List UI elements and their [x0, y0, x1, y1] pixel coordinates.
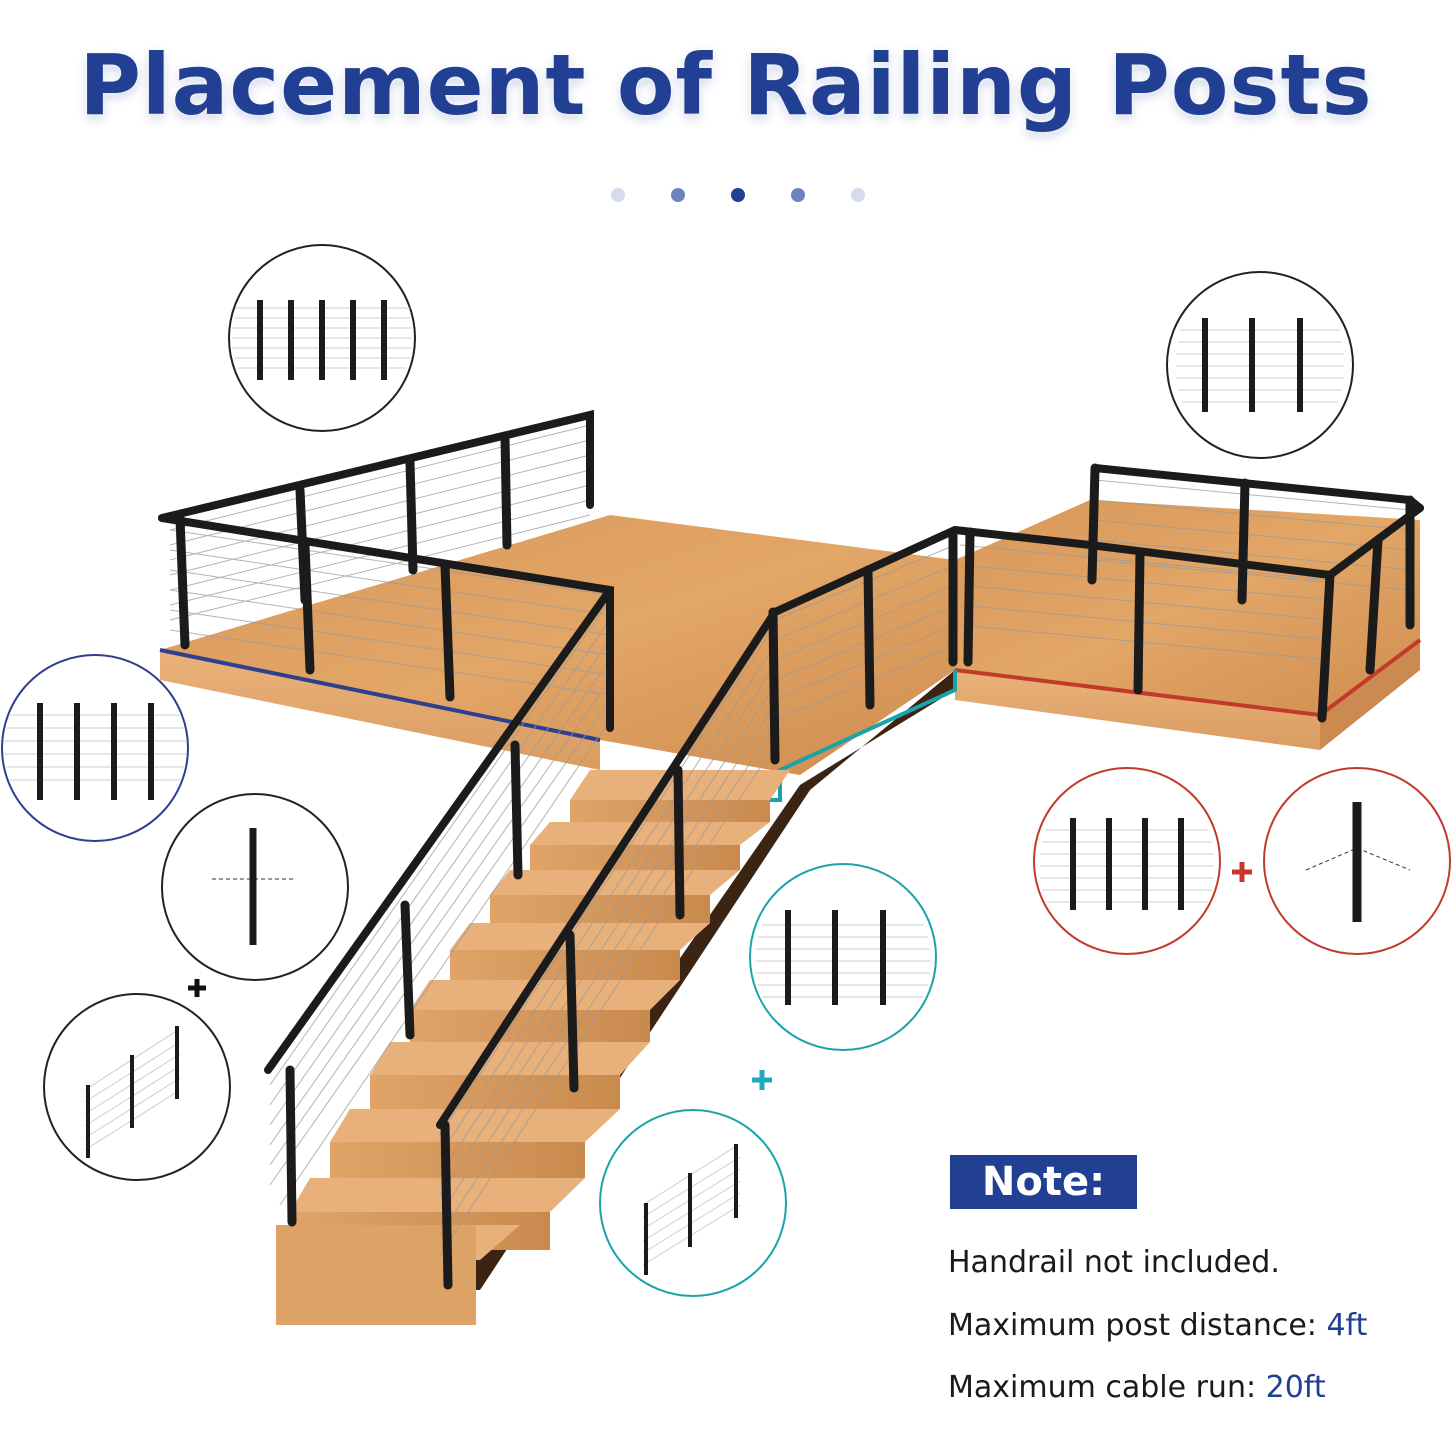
main-deck-top — [160, 515, 955, 775]
deck-scene — [158, 409, 1424, 1325]
right-deck-side — [1320, 640, 1420, 750]
right-deck-edge — [955, 670, 1320, 750]
plus-icon — [752, 1070, 772, 1090]
callout-teal-stair-posts — [599, 1109, 787, 1297]
note-post-distance-label: Maximum post distance: — [948, 1308, 1327, 1343]
callout-end-posts-top-left — [228, 244, 416, 432]
note-label: Note: — [950, 1155, 1137, 1209]
staircase — [276, 770, 790, 1325]
callout-corner-post-left — [161, 793, 349, 981]
note-cable-run: Maximum cable run: 20ft — [948, 1370, 1326, 1405]
callout-red-line-posts — [1033, 767, 1221, 955]
handrail-stair-left — [264, 586, 614, 1074]
plus-icon — [188, 979, 206, 997]
pager-dot-1[interactable] — [611, 188, 625, 202]
pager-dot-2[interactable] — [671, 188, 685, 202]
callout-stair-posts-left — [43, 993, 231, 1181]
callout-teal-line-posts — [749, 863, 937, 1051]
note-handrail: Handrail not included. — [948, 1245, 1280, 1280]
railing — [158, 409, 1424, 1290]
note-cable-run-value: 20ft — [1265, 1370, 1326, 1405]
pager-dot-4[interactable] — [791, 188, 805, 202]
pager-dot-3[interactable] — [731, 188, 745, 202]
handrail-main-back — [158, 409, 594, 522]
handrail-right-back — [1091, 464, 1424, 512]
note-post-distance: Maximum post distance: 4ft — [948, 1308, 1367, 1343]
pager-dot-5[interactable] — [851, 188, 865, 202]
note-cable-run-label: Maximum cable run: — [948, 1370, 1266, 1405]
callout-end-posts-top-right — [1166, 271, 1354, 459]
pager-dots[interactable] — [611, 188, 865, 202]
right-deck-top — [955, 500, 1420, 715]
page-title: Placement of Railing Posts — [79, 36, 1373, 134]
plus-icon — [1232, 862, 1252, 882]
blue-edge-line — [159, 648, 601, 742]
main-deck-edge — [160, 650, 600, 770]
note-post-distance-value: 4ft — [1326, 1308, 1368, 1343]
callout-red-corner-post — [1263, 767, 1451, 955]
callout-blue-line-posts — [1, 654, 189, 842]
corner-post-icon — [1305, 847, 1411, 871]
